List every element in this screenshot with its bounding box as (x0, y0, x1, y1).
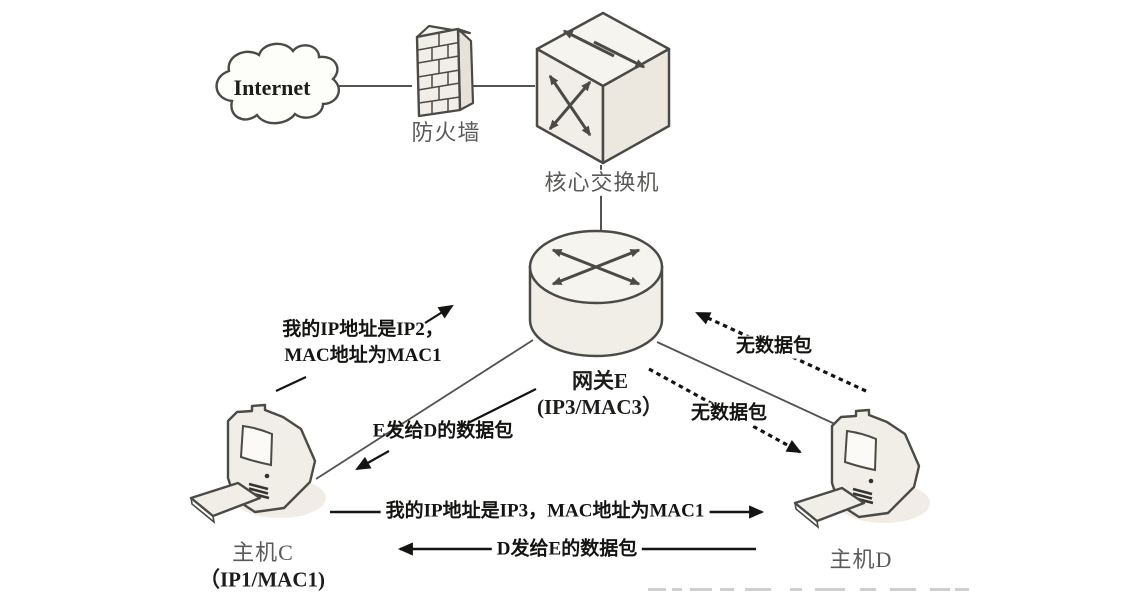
arp-spoof-to-gateway-label: 我的IP地址是IP2， MAC地址为MAC1 (282, 317, 444, 369)
host-d-icon (793, 408, 932, 529)
gateway-address: (IP3/MAC3） (537, 395, 663, 419)
arrow-no-packet-to-gateway (695, 311, 867, 393)
gateway-router-icon (528, 229, 664, 358)
arrow-arp-to-gateway-tail (275, 376, 307, 392)
arrow-packet-e-to-d-tail (467, 388, 537, 424)
host-c-name: 主机C (232, 539, 294, 565)
core-switch-label: 核心交换机 (539, 169, 665, 197)
no-packet-to-hostd-label: 无数据包 (685, 402, 773, 426)
gateway-label: 网关E (IP3/MAC3） (537, 368, 663, 420)
core-switch-icon (535, 11, 671, 165)
arp-spoof-to-gateway-line2: MAC地址为MAC1 (284, 345, 442, 366)
host-c-address: （IP1/MAC1) (199, 567, 325, 592)
firewall-icon (415, 24, 475, 118)
cropped-text-fragments (648, 588, 969, 591)
arp-spoof-to-hostd-label: 我的IP地址是IP3，MAC地址为MAC1 (380, 500, 710, 524)
packet-e-to-d-label: E发给D的数据包 (372, 420, 514, 442)
packet-d-to-e-label: D发给E的数据包 (491, 538, 643, 562)
host-c-icon (189, 403, 328, 524)
host-d-name: 主机D (829, 546, 893, 572)
internet-label: Internet (233, 74, 311, 100)
no-packet-to-gateway-label: 无数据包 (730, 335, 818, 359)
link-gateway-hostc (315, 339, 534, 480)
arrow-arp-to-gateway-head (424, 304, 454, 324)
link-gateway-hostd (656, 341, 838, 426)
internet-cloud-icon (215, 42, 340, 125)
arrow-packet-e-to-d-head (355, 450, 390, 471)
firewall-label: 防火墙 (411, 119, 481, 145)
gateway-name: 网关E (571, 369, 629, 393)
arp-spoof-to-gateway-line1: 我的IP地址是IP2， (282, 319, 444, 340)
